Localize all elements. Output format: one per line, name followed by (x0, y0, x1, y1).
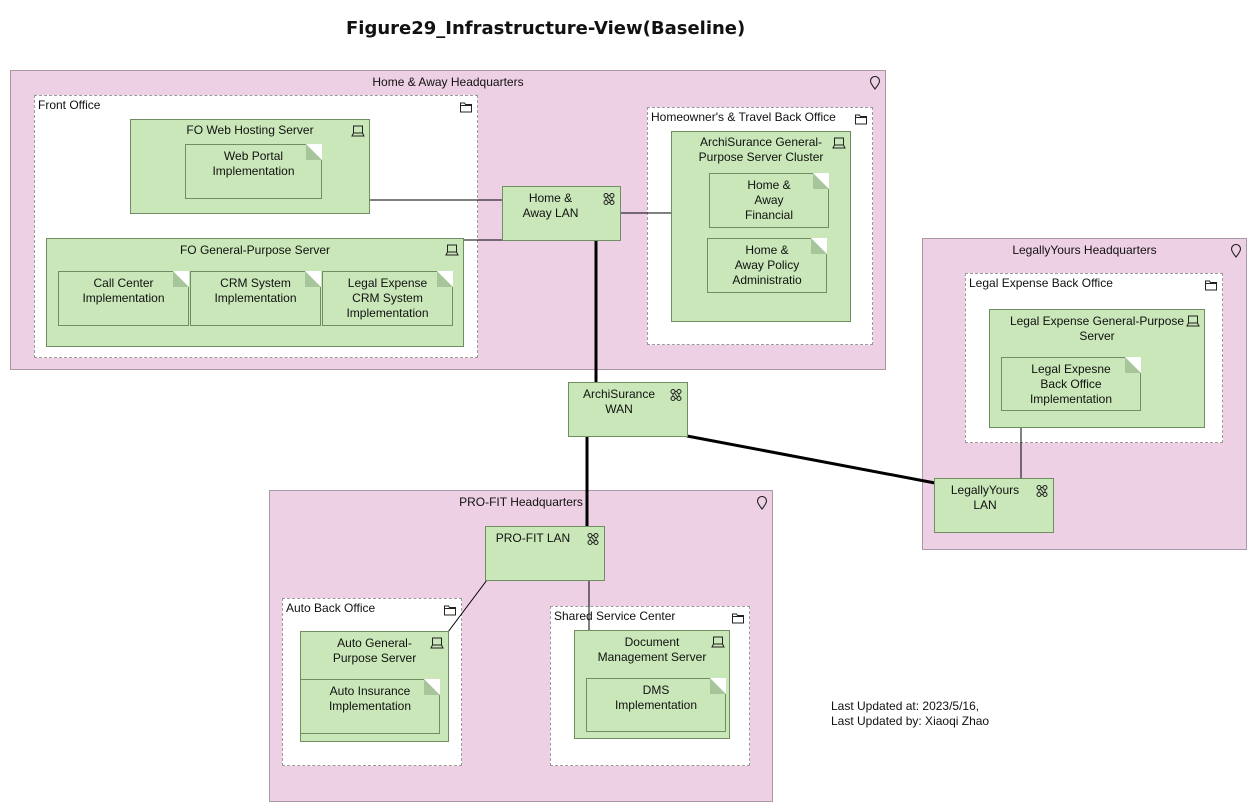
folder-icon (732, 613, 744, 624)
device-icon (711, 636, 725, 648)
device-icon (445, 244, 459, 256)
location-label: Home & Away Headquarters (372, 75, 524, 89)
artifact-label: Web Portal Implementation (212, 149, 295, 178)
network-legallyyours-lan[interactable]: LegallyYours LAN (934, 478, 1054, 533)
updated-at: Last Updated at: 2023/5/16, (831, 699, 980, 713)
artifact-legal-expense-crm[interactable]: Legal Expense CRM System Implementation (322, 271, 453, 326)
network-icon (603, 193, 615, 205)
artifact-label: Home & Away Financial (744, 178, 794, 222)
diagram-title: Figure29_Infrastructure-View(Baseline) (346, 18, 746, 39)
artifact-label: CRM System Implementation (214, 276, 297, 305)
device-icon (430, 637, 444, 649)
network-pro-fit-lan[interactable]: PRO-FIT LAN (485, 526, 605, 581)
group-label: Homeowner's & Travel Back Office (651, 110, 836, 124)
network-archisurance-wan[interactable]: ArchiSurance WAN (568, 382, 688, 437)
network-icon (1036, 485, 1048, 497)
artifact-ha-policy[interactable]: Home & Away Policy Administratio (707, 238, 827, 293)
folder-icon (460, 102, 472, 113)
folder-icon (444, 605, 456, 616)
artifact-label: DMS Implementation (614, 683, 698, 712)
location-pin-icon (1230, 244, 1242, 258)
network-icon (670, 389, 682, 401)
network-home-away-lan[interactable]: Home & Away LAN (502, 186, 621, 241)
artifact-crm-system[interactable]: CRM System Implementation (190, 271, 321, 326)
group-label: Front Office (38, 98, 101, 112)
artifact-label: Home & Away Policy Administratio (732, 243, 802, 287)
network-label: LegallyYours LAN (950, 483, 1020, 512)
node-label: Document Management Server (597, 635, 707, 664)
folder-icon (855, 114, 867, 125)
group-label: Shared Service Center (554, 609, 676, 623)
location-label: PRO-FIT Headquarters (459, 495, 583, 509)
node-label: Auto General- Purpose Server (332, 636, 417, 665)
artifact-web-portal[interactable]: Web Portal Implementation (185, 144, 322, 199)
network-icon (587, 533, 599, 545)
artifact-label: Legal Expesne Back Office Implementation (1029, 362, 1113, 406)
location-pin-icon (869, 76, 881, 90)
node-label: FO Web Hosting Server (186, 123, 314, 137)
node-label: ArchiSurance General- Purpose Server Clu… (698, 135, 824, 164)
network-label: Home & Away LAN (522, 191, 579, 220)
device-icon (1186, 315, 1200, 327)
node-label: Legal Expense General-Purpose Server (1009, 314, 1185, 343)
artifact-ha-financial[interactable]: Home & Away Financial (709, 173, 829, 228)
artifact-label: Legal Expense CRM System Implementation (346, 276, 429, 320)
artifact-legal-back-office[interactable]: Legal Expesne Back Office Implementation (1001, 357, 1141, 411)
network-label: ArchiSurance WAN (582, 387, 656, 416)
folder-icon (1205, 280, 1217, 291)
connection-wan-lylan (686, 434, 936, 485)
artifact-call-center[interactable]: Call Center Implementation (58, 271, 189, 326)
group-label: Legal Expense Back Office (969, 276, 1113, 290)
node-label: FO General-Purpose Server (179, 243, 331, 257)
artifact-auto-insurance[interactable]: Auto Insurance Implementation (300, 679, 440, 734)
network-label: PRO-FIT LAN (495, 531, 571, 545)
location-pin-icon (756, 496, 768, 510)
device-icon (832, 137, 846, 149)
artifact-label: Call Center Implementation (82, 276, 165, 305)
artifact-dms[interactable]: DMS Implementation (586, 678, 726, 732)
location-label: LegallyYours Headquarters (1012, 243, 1157, 257)
footer-note: Last Updated at: 2023/5/16, Last Updated… (831, 699, 989, 729)
group-label: Auto Back Office (286, 601, 376, 615)
device-icon (351, 125, 365, 137)
updated-by: Last Updated by: Xiaoqi Zhao (831, 714, 990, 728)
artifact-label: Auto Insurance Implementation (328, 684, 412, 713)
